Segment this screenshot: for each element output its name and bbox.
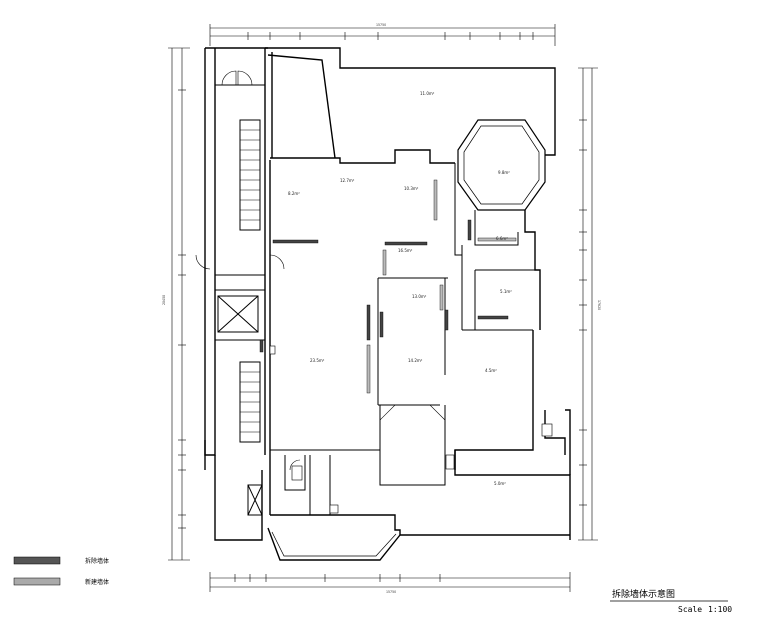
room-label: 10.3m²: [404, 186, 419, 191]
legend-label-demolished: 拆除墙体: [85, 557, 109, 565]
legend-label-new: 新建墙体: [85, 578, 109, 586]
legend: 拆除墙体 新建墙体: [13, 556, 109, 586]
drawing-title: 拆除墙体示意图: [612, 588, 675, 600]
scale-label: Scale: [678, 605, 702, 614]
demolished-wall-markers: [259, 219, 509, 353]
room-label: 6.6m²: [496, 236, 508, 241]
room-label: 12.7m²: [340, 178, 355, 183]
room-label: 9.8m²: [498, 170, 510, 175]
room-label: 23.5m²: [310, 358, 325, 363]
exterior-walls: [204, 47, 571, 561]
fixtures: [269, 345, 553, 514]
room-label: 11.0m²: [420, 91, 435, 96]
room-label: 8.2m²: [288, 191, 300, 196]
door-swings: [195, 70, 301, 471]
legend-swatch-new: [13, 577, 61, 586]
new-wall-markers: [366, 179, 517, 394]
room-label: 5.1m²: [500, 289, 512, 294]
room-label: 5.0m²: [494, 481, 506, 486]
right-dimension-lines: [578, 67, 598, 541]
bottom-total-dimension: 15750: [386, 590, 396, 594]
top-total-dimension: 15750: [376, 23, 386, 27]
left-dimension-lines: [168, 47, 190, 561]
title-block: 拆除墙体示意图 Scale 1:100: [610, 588, 732, 614]
room-label: 16.5m²: [398, 248, 413, 253]
interior-walls: [215, 84, 535, 516]
room-label: 14.2m²: [408, 358, 423, 363]
legend-swatch-demolished: [13, 556, 61, 565]
scale-value: 1:100: [708, 605, 732, 614]
room-label: 4.5m²: [485, 368, 497, 373]
room-labels: 11.0m² 8.2m² 12.7m² 10.3m² 9.8m² 6.6m² 5…: [288, 91, 512, 486]
left-total-dimension: 20450: [162, 295, 166, 305]
room-label: 13.0m²: [412, 294, 427, 299]
bottom-dimension-lines: [209, 572, 571, 592]
top-dimension-lines: [209, 24, 556, 46]
right-total-dimension: 17620: [597, 300, 601, 310]
